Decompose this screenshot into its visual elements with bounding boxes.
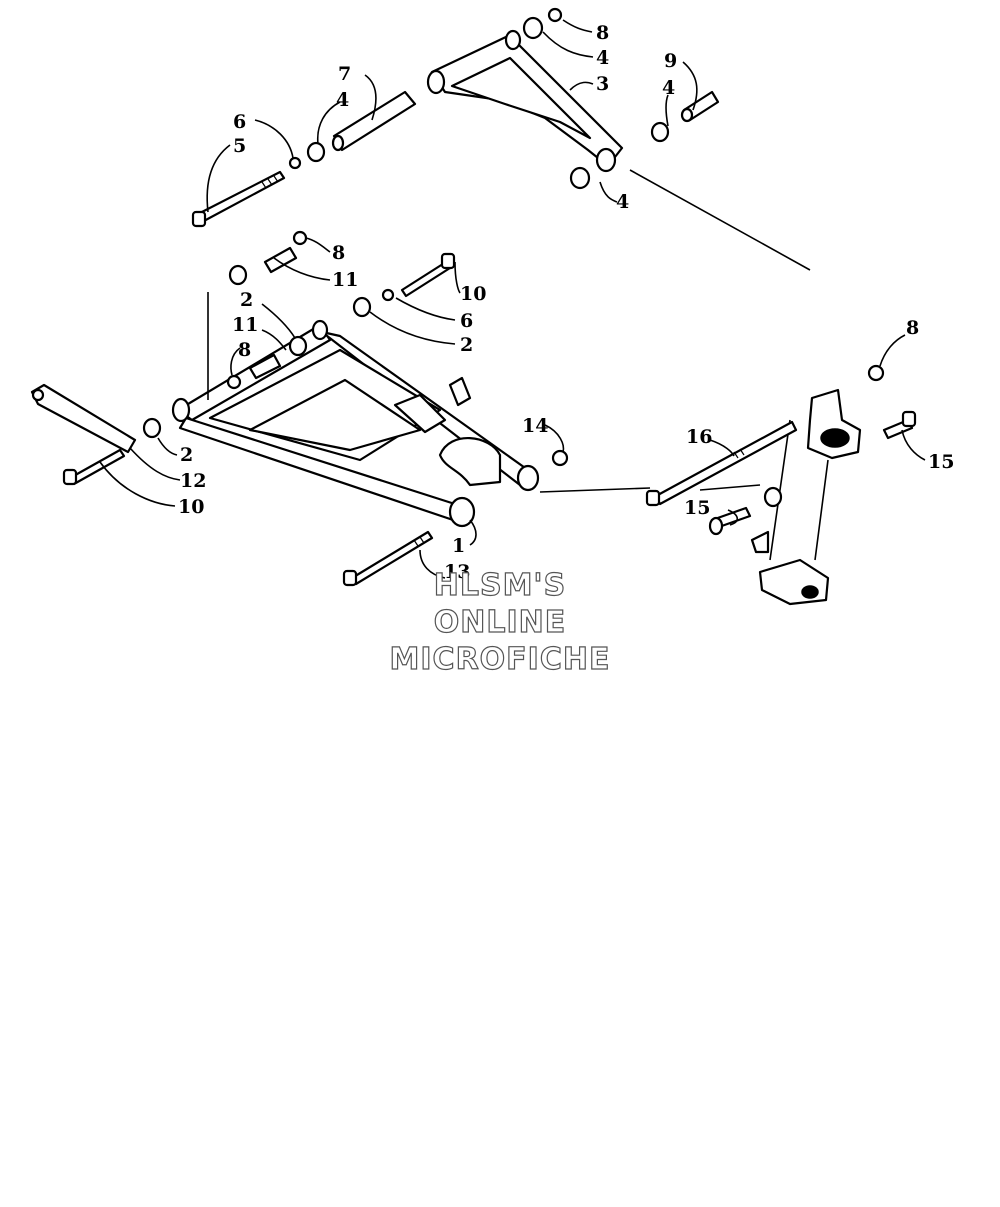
nut bbox=[867, 364, 885, 382]
callout-2: 2 bbox=[240, 289, 253, 311]
callout-4: 4 bbox=[662, 77, 675, 99]
upper-a-arm-assembly bbox=[191, 7, 720, 228]
bolt bbox=[196, 170, 286, 224]
callout-3: 3 bbox=[596, 73, 609, 95]
callout-12: 12 bbox=[180, 470, 206, 492]
callout-16: 16 bbox=[686, 426, 712, 448]
watermark-line-2: ONLINE bbox=[434, 605, 567, 640]
sleeve bbox=[248, 353, 282, 380]
callout-8: 8 bbox=[332, 242, 345, 264]
callout-5: 5 bbox=[233, 135, 246, 157]
callout-15: 15 bbox=[684, 497, 710, 519]
bushing bbox=[569, 166, 591, 190]
spindle bbox=[806, 388, 862, 460]
callout-13: 13 bbox=[444, 561, 470, 583]
callout-4: 4 bbox=[336, 89, 349, 111]
bushing bbox=[352, 296, 372, 318]
callout-10: 10 bbox=[178, 496, 204, 518]
callout-2: 2 bbox=[180, 444, 193, 466]
callout-4: 4 bbox=[596, 47, 609, 69]
washer bbox=[288, 156, 302, 170]
callout-9: 9 bbox=[664, 50, 677, 72]
callout-10: 10 bbox=[460, 283, 486, 305]
callout-leaders bbox=[99, 19, 926, 579]
callout-8: 8 bbox=[596, 22, 609, 44]
callout-8: 8 bbox=[906, 317, 919, 339]
sleeve bbox=[263, 246, 298, 274]
bolt bbox=[350, 530, 434, 586]
callout-1: 1 bbox=[452, 535, 465, 557]
bushing bbox=[306, 141, 326, 163]
watermark-line-3: MICROFICHE bbox=[390, 642, 611, 677]
bushing bbox=[288, 335, 308, 357]
callout-2: 2 bbox=[460, 334, 473, 356]
callout-4: 4 bbox=[616, 191, 629, 213]
callout-11: 11 bbox=[332, 269, 358, 291]
lower-a-arm-assembly bbox=[30, 230, 569, 587]
callout-6: 6 bbox=[233, 111, 246, 133]
bushing bbox=[650, 121, 670, 143]
nut bbox=[547, 7, 563, 23]
bushing bbox=[228, 264, 248, 286]
callout-7: 7 bbox=[338, 63, 351, 85]
nut bbox=[292, 230, 308, 246]
bushing bbox=[763, 486, 783, 508]
bushing bbox=[522, 16, 544, 40]
link bbox=[30, 383, 137, 454]
callout-labels: 8 4 3 4 9 4 7 4 6 5 8 11 10 6 2 2 11 8 2… bbox=[178, 22, 954, 583]
callout-11: 11 bbox=[232, 314, 258, 336]
callout-6: 6 bbox=[460, 310, 473, 332]
watermark-line-1: HLSM'S bbox=[434, 568, 566, 603]
callout-8: 8 bbox=[238, 339, 251, 361]
watermark: HLSM'S ONLINE MICROFICHE bbox=[389, 567, 611, 677]
washer bbox=[381, 288, 395, 302]
nut bbox=[551, 449, 569, 467]
callout-15: 15 bbox=[928, 451, 954, 473]
spindle-assembly bbox=[645, 364, 917, 606]
callout-14: 14 bbox=[522, 415, 548, 437]
bushing bbox=[142, 417, 162, 439]
nut bbox=[226, 374, 242, 390]
